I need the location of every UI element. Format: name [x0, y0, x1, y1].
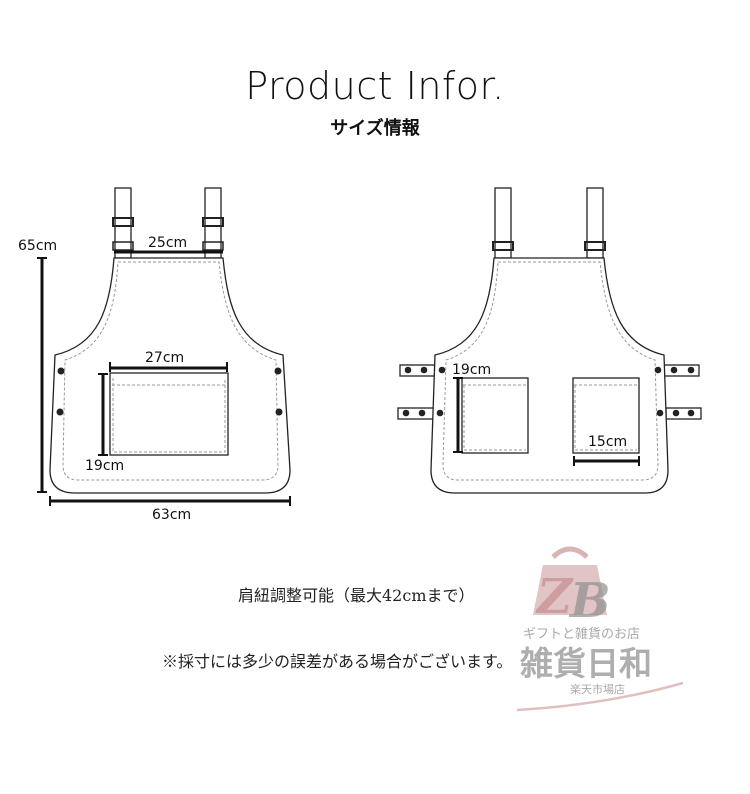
pocket-height-label: 19cm	[85, 458, 124, 474]
rivet-icons	[56, 367, 283, 416]
shop-watermark-logo: Z B ギフトと雑貨のお店 雑貨日和 楽天市場店	[516, 546, 684, 712]
page-subtitle: サイズ情報	[330, 118, 420, 139]
svg-text:Z: Z	[535, 569, 574, 625]
left-pocket	[461, 377, 529, 454]
apron-outline	[430, 257, 669, 494]
left-strap	[114, 187, 132, 259]
watermark-tagline: ギフトと雑貨のお店	[523, 626, 640, 642]
side-tab	[665, 407, 702, 420]
watermark-branch: 楽天市場店	[570, 682, 625, 696]
pocket-width-label: 27cm	[145, 350, 184, 366]
buckle-icon	[112, 217, 134, 227]
watermark-shop-name: 雑貨日和	[519, 644, 652, 683]
width-label: 63cm	[152, 507, 191, 523]
rivet-icons	[402, 366, 695, 417]
strap-width-label: 25cm	[148, 235, 187, 251]
strap-adjust-note: 肩紐調整可能（最大42cmまで）	[238, 586, 475, 605]
left-strap	[494, 187, 512, 259]
back-apron: 19cm 15cm	[397, 187, 702, 494]
buckle-icon	[202, 241, 224, 251]
page-title: Product Infor.	[245, 64, 505, 108]
front-apron: 25cm 65cm 27cm 19cm 63cm	[18, 187, 291, 523]
right-strap	[586, 187, 604, 259]
pocket-height-label: 19cm	[452, 362, 491, 378]
buckle-icon	[584, 241, 606, 251]
buckle-icon	[202, 217, 224, 227]
buckle-icon	[112, 241, 134, 251]
right-pocket	[572, 377, 640, 454]
buckle-icon	[492, 241, 514, 251]
front-pocket	[109, 372, 229, 456]
measurement-disclaimer: ※採寸には多少の誤差がある場合がございます。	[162, 652, 513, 671]
right-strap	[204, 187, 222, 259]
svg-text:B: B	[568, 573, 611, 629]
height-label: 65cm	[18, 238, 57, 254]
stitch-line	[62, 261, 279, 481]
pocket-width-label: 15cm	[588, 434, 627, 450]
